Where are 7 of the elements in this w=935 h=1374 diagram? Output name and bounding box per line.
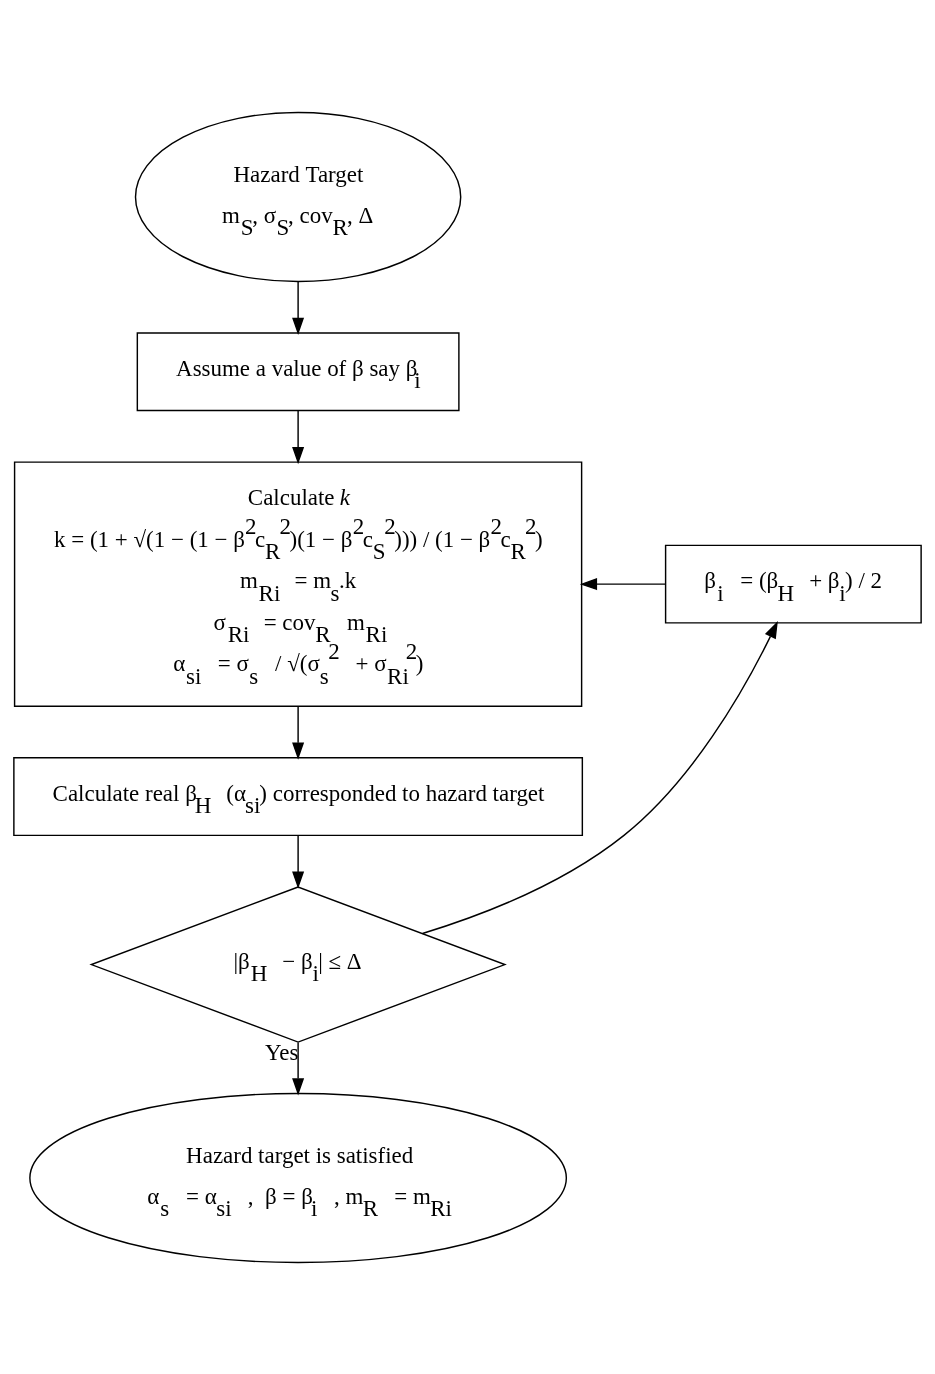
arrow [292, 280, 305, 335]
arrow [292, 705, 305, 760]
arrow [292, 1041, 305, 1095]
arrow [579, 577, 667, 590]
arrow [292, 834, 305, 889]
arrow [421, 620, 778, 934]
arrow [292, 409, 305, 464]
